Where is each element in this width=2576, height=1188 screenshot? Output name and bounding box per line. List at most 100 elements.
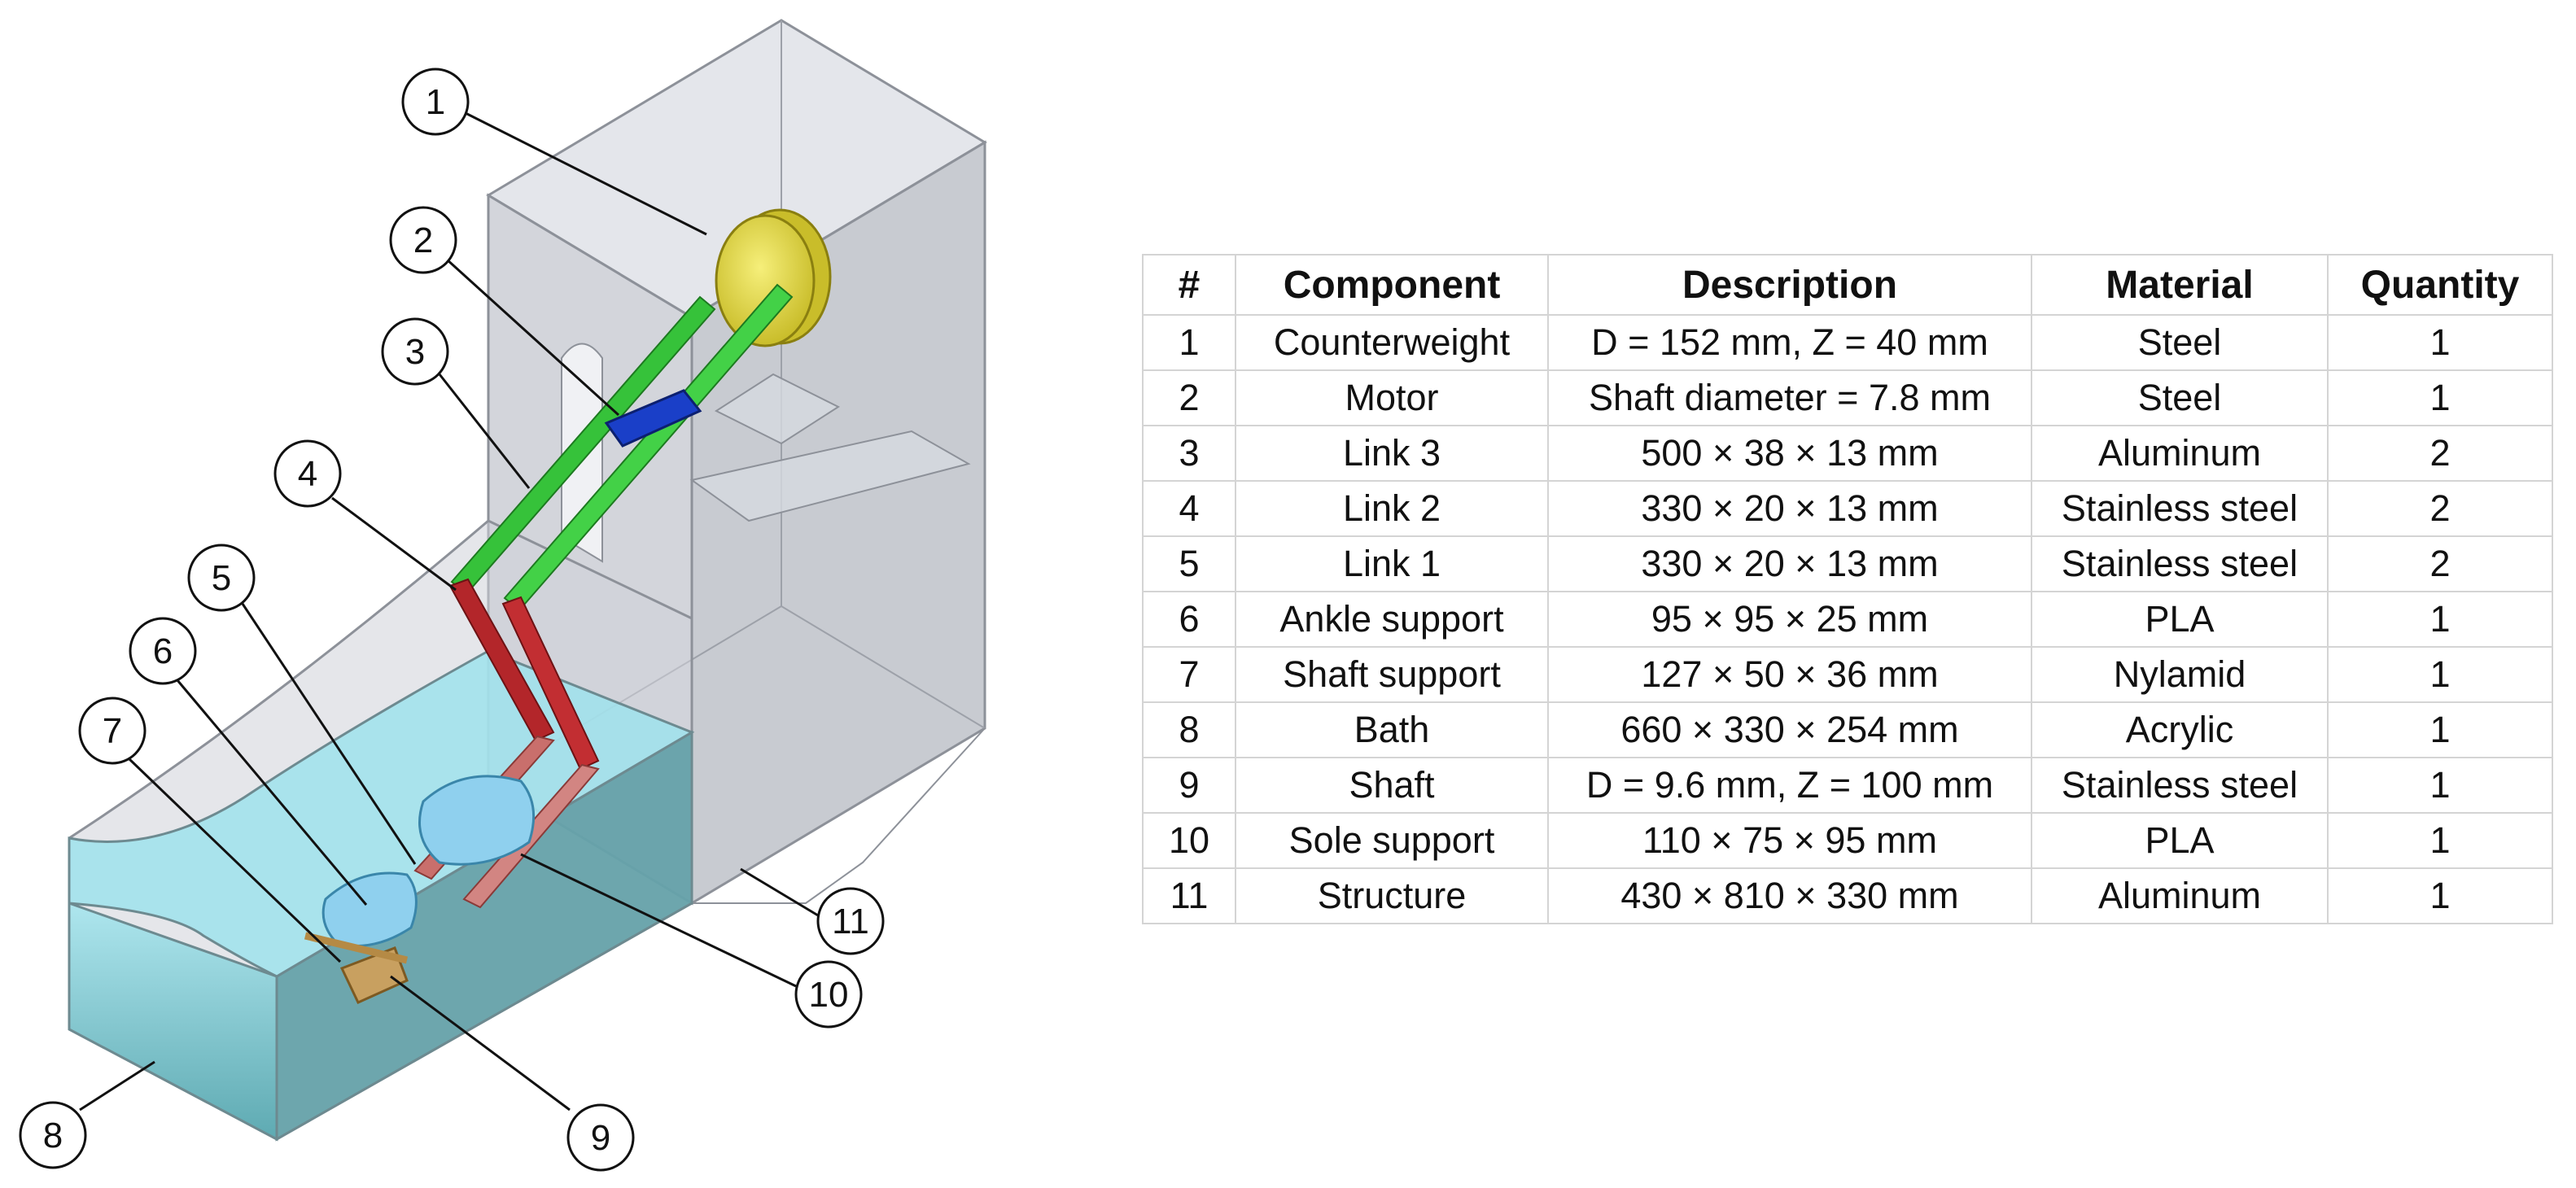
ankle-support <box>321 871 418 947</box>
cell-description: D = 9.6 mm, Z = 100 mm <box>1547 757 2032 814</box>
cell-component: Shaft support <box>1235 646 1549 703</box>
assembly-drawing: 1 2 3 4 5 6 7 <box>19 19 987 1172</box>
callout-9: 9 <box>566 1103 635 1172</box>
table-row: 9 Shaft D = 9.6 mm, Z = 100 mm Stainless… <box>1142 757 2553 814</box>
cell-description: 110 × 75 × 95 mm <box>1547 812 2032 869</box>
cell-material: Nylamid <box>2031 646 2329 703</box>
table-row: 2 Motor Shaft diameter = 7.8 mm Steel 1 <box>1142 369 2553 426</box>
table-row: 11 Structure 430 × 810 × 330 mm Aluminum… <box>1142 867 2553 924</box>
leader-line-6 <box>176 679 368 906</box>
cell-description: 127 × 50 × 36 mm <box>1547 646 2032 703</box>
cell-number: 3 <box>1142 425 1236 482</box>
callout-10-label: 10 <box>809 975 849 1015</box>
callout-11-label: 11 <box>832 902 869 941</box>
cell-description: 500 × 38 × 13 mm <box>1547 425 2032 482</box>
cell-quantity: 1 <box>2327 369 2553 426</box>
cell-material: Stainless steel <box>2031 757 2329 814</box>
cell-material: PLA <box>2031 812 2329 869</box>
cell-description: Shaft diameter = 7.8 mm <box>1547 369 2032 426</box>
cell-material: Aluminum <box>2031 425 2329 482</box>
leader-line-11 <box>740 867 823 919</box>
callout-7: 7 <box>78 697 147 765</box>
callout-4: 4 <box>273 439 342 508</box>
header-number: # <box>1142 254 1236 316</box>
leader-line-2 <box>444 257 620 417</box>
callout-1-label: 1 <box>426 82 445 122</box>
structure-base-foot <box>692 727 986 904</box>
cell-quantity: 1 <box>2327 812 2553 869</box>
header-component: Component <box>1235 254 1549 316</box>
cell-component: Motor <box>1235 369 1549 426</box>
cell-quantity: 1 <box>2327 757 2553 814</box>
link-2-right <box>501 596 600 771</box>
cell-number: 10 <box>1142 812 1236 869</box>
cell-quantity: 2 <box>2327 480 2553 537</box>
leader-line-8 <box>79 1060 155 1112</box>
leader-line-7 <box>127 757 342 963</box>
cell-description: 660 × 330 × 254 mm <box>1547 701 2032 758</box>
callout-4-label: 4 <box>298 454 317 494</box>
callout-5: 5 <box>187 544 256 612</box>
cell-component: Link 1 <box>1235 535 1549 592</box>
callout-8-label: 8 <box>43 1116 63 1155</box>
cell-component: Ankle support <box>1235 591 1549 648</box>
cell-number: 5 <box>1142 535 1236 592</box>
leader-line-5 <box>241 603 417 865</box>
cell-component: Link 2 <box>1235 480 1549 537</box>
table-row: 1 Counterweight D = 152 mm, Z = 40 mm St… <box>1142 314 2553 371</box>
callout-9-label: 9 <box>591 1118 610 1158</box>
leader-line-4 <box>331 496 457 592</box>
cell-quantity: 1 <box>2327 867 2553 924</box>
callouts: 1 2 3 4 5 6 7 <box>19 68 885 1172</box>
cell-material: Aluminum <box>2031 867 2329 924</box>
cell-number: 4 <box>1142 480 1236 537</box>
cell-description: D = 152 mm, Z = 40 mm <box>1547 314 2032 371</box>
cell-material: Stainless steel <box>2031 535 2329 592</box>
cell-number: 6 <box>1142 591 1236 648</box>
shaft <box>304 932 409 964</box>
header-description: Description <box>1547 254 2032 316</box>
leader-line-1 <box>463 111 707 236</box>
link-2-left <box>448 578 555 742</box>
counterweight-face <box>715 214 816 347</box>
leader-line-9 <box>390 975 571 1112</box>
header-quantity: Quantity <box>2327 254 2553 316</box>
cell-component: Structure <box>1235 867 1549 924</box>
cell-number: 9 <box>1142 757 1236 814</box>
cell-component: Bath <box>1235 701 1549 758</box>
cell-material: PLA <box>2031 591 2329 648</box>
leader-line-10 <box>520 853 797 988</box>
cell-number: 1 <box>1142 314 1236 371</box>
cell-component: Shaft <box>1235 757 1549 814</box>
table-row: 5 Link 1 330 × 20 × 13 mm Stainless stee… <box>1142 535 2553 592</box>
cell-quantity: 1 <box>2327 591 2553 648</box>
callout-6: 6 <box>129 617 197 685</box>
cell-component: Link 3 <box>1235 425 1549 482</box>
cell-quantity: 2 <box>2327 535 2553 592</box>
assembly-figure: 1 2 3 4 5 6 7 <box>0 0 1082 1188</box>
table-row: 10 Sole support 110 × 75 × 95 mm PLA 1 <box>1142 812 2553 869</box>
link-2-pair <box>448 578 600 771</box>
cell-quantity: 2 <box>2327 425 2553 482</box>
motor <box>604 389 702 448</box>
structure-shelf-upper <box>714 373 841 445</box>
cell-quantity: 1 <box>2327 646 2553 703</box>
callout-6-label: 6 <box>153 631 173 671</box>
cell-component: Sole support <box>1235 812 1549 869</box>
cell-material: Acrylic <box>2031 701 2329 758</box>
structure-shelf-lower <box>689 430 971 522</box>
callout-11: 11 <box>816 887 885 955</box>
cell-description: 95 × 95 × 25 mm <box>1547 591 2032 648</box>
callout-8: 8 <box>19 1101 87 1169</box>
callout-1: 1 <box>401 68 470 136</box>
cell-material: Steel <box>2031 314 2329 371</box>
table-row: 7 Shaft support 127 × 50 × 36 mm Nylamid… <box>1142 646 2553 703</box>
cell-number: 2 <box>1142 369 1236 426</box>
counterweight <box>715 208 832 347</box>
cell-number: 11 <box>1142 867 1236 924</box>
leader-line-3 <box>438 373 531 489</box>
table-header-row: # Component Description Material Quantit… <box>1142 254 2553 316</box>
callout-2-label: 2 <box>413 221 433 260</box>
cell-number: 7 <box>1142 646 1236 703</box>
callout-7-label: 7 <box>103 711 122 751</box>
